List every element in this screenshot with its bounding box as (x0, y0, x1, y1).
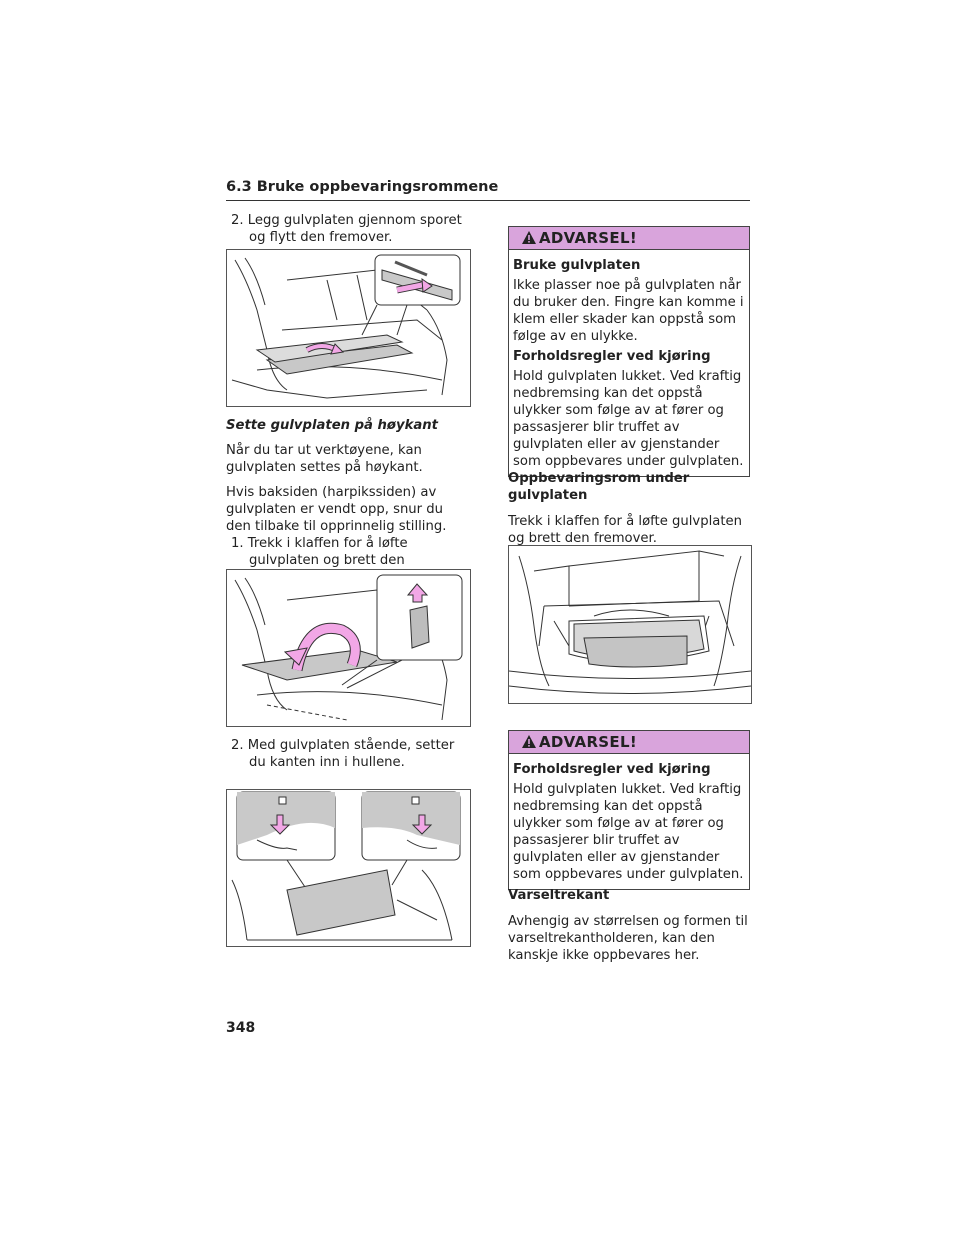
warning-heading: Bruke gulvplaten (513, 258, 641, 273)
figure-slide-floorboard (226, 249, 471, 407)
warning-label: ADVARSEL! (539, 733, 637, 751)
storage-text: Trekk i klaffen for å løfte gulvplaten o… (508, 514, 742, 546)
page-number: 348 (226, 1020, 256, 1036)
left-step2-top: 2. Legg gulvplaten gjennom sporet og fly… (231, 212, 471, 246)
warning-box-1: ADVARSEL! Bruke gulvplaten Ikke plasser … (508, 226, 750, 477)
step-text: 2. Legg gulvplaten gjennom sporet og fly… (231, 213, 462, 245)
heading-storage: Oppbevaringsrom under gulvplaten (508, 471, 690, 503)
warning-label: ADVARSEL! (539, 229, 637, 247)
paragraph-2: Hvis baksiden (harpikssiden) av gulvplat… (226, 485, 447, 534)
step-2: 2. Med gulvplaten stående, setter du kan… (231, 738, 455, 770)
heading-edge: Sette gulvplaten på høykant (226, 418, 438, 433)
right-storage-section: Oppbevaringsrom under gulvplaten Trekk i… (508, 470, 752, 547)
figure-storage-under (508, 545, 752, 704)
section-title: 6.3 Bruke oppbevaringsrommene (226, 179, 499, 195)
warning-triangle-icon (522, 231, 536, 244)
warning-box-2: ADVARSEL! Forholdsregler ved kjøring Hol… (508, 730, 750, 890)
warning-heading: Forholdsregler ved kjøring (513, 762, 711, 777)
figure-insert-edge (226, 789, 471, 947)
heading-triangle: Varseltrekant (508, 888, 610, 903)
right-triangle-section: Varseltrekant Avhengig av størrelsen og … (508, 887, 752, 964)
warning-heading: Forholdsregler ved kjøring (513, 349, 711, 364)
triangle-text: Avhengig av størrelsen og formen til var… (508, 914, 748, 963)
section-header: 6.3 Bruke oppbevaringsrommene (226, 178, 750, 201)
warning-header: ADVARSEL! (509, 227, 749, 250)
left-edge-section: Sette gulvplaten på høykant Når du tar u… (226, 417, 471, 586)
figure-lift-floorboard (226, 569, 471, 727)
left-step2: 2. Med gulvplaten stående, setter du kan… (231, 737, 471, 771)
warning-triangle-icon (522, 735, 536, 748)
paragraph-1: Når du tar ut verktøyene, kan gulvplaten… (226, 443, 423, 475)
warning-text: Hold gulvplaten lukket. Ved kraftig nedb… (513, 369, 744, 469)
warning-text: Hold gulvplaten lukket. Ved kraftig nedb… (513, 782, 744, 882)
warning-header: ADVARSEL! (509, 731, 749, 754)
warning-text: Ikke plasser noe på gulvplaten når du br… (513, 278, 744, 344)
